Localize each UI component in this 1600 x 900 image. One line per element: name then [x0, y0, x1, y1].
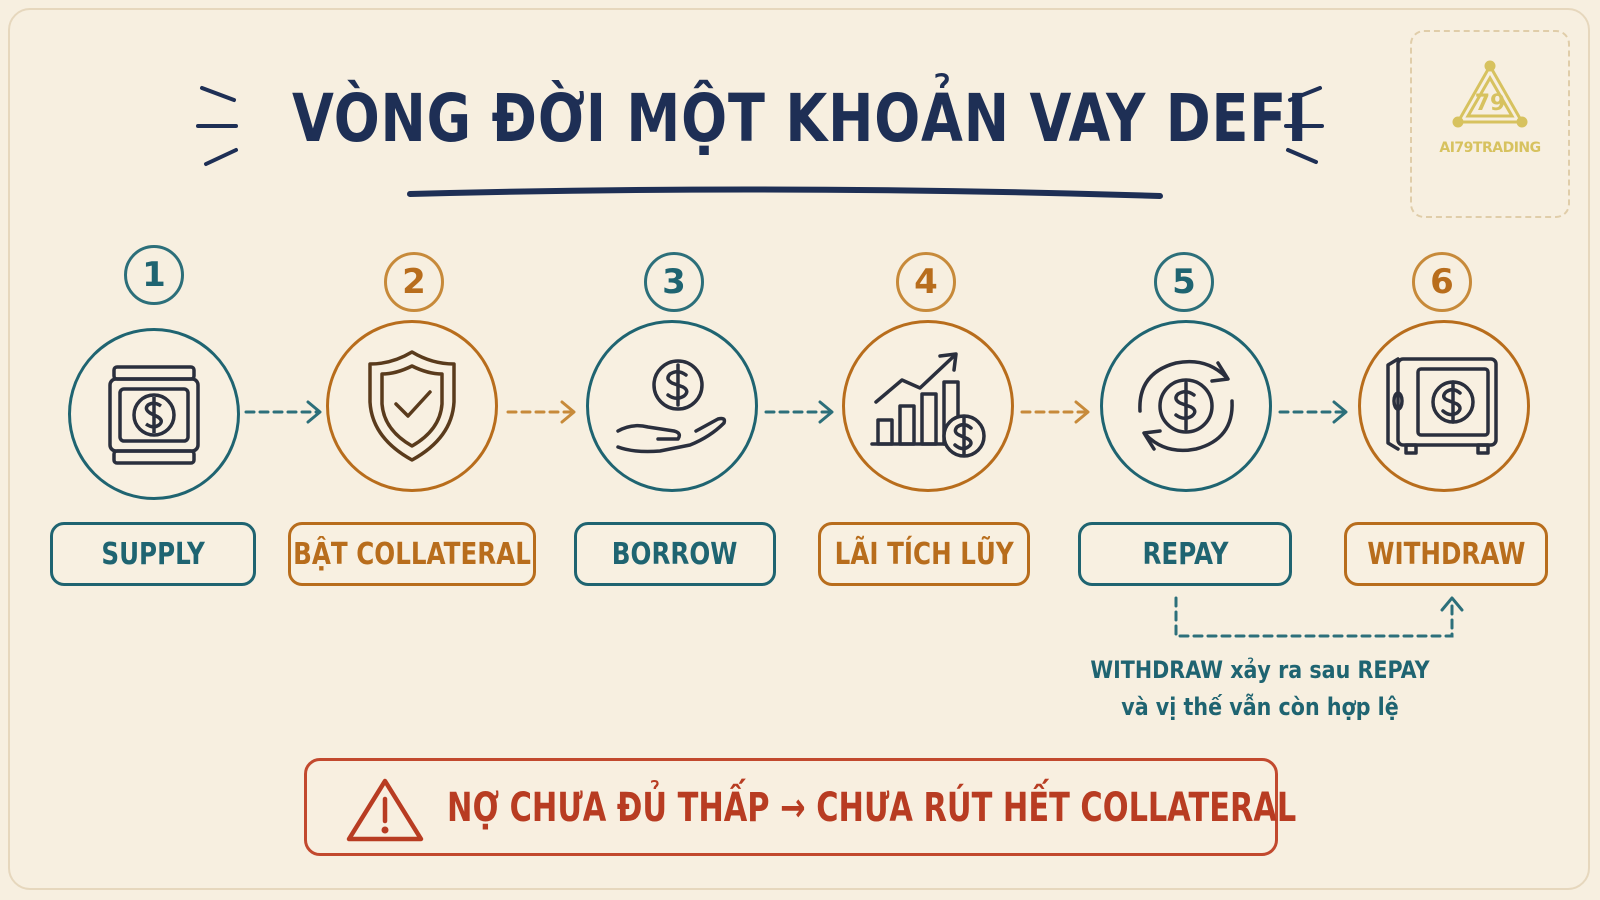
step-5-label: REPAY [1078, 522, 1292, 586]
withdraw-note-line-1: WITHDRAW xảy ra sau REPAY [1090, 656, 1430, 684]
step-3-circle [586, 320, 758, 492]
step-6-number: 6 [1412, 252, 1472, 312]
title-decoration [196, 86, 1324, 199]
step-6-label: WITHDRAW [1344, 522, 1548, 586]
warning-text: NỢ CHƯA ĐỦ THẤP → CHƯA RÚT HẾT COLLATERA… [447, 785, 1297, 831]
step-4-circle [842, 320, 1014, 492]
logo-mark-icon: 79 [1452, 60, 1528, 128]
warning-box: NỢ CHƯA ĐỦ THẤP → CHƯA RÚT HẾT COLLATERA… [304, 758, 1297, 856]
withdraw-note-line-2: và vị thế vẫn còn hợp lệ [1121, 693, 1399, 721]
page-title: VÒNG ĐỜI MỘT KHOẢN VAY DEFI [291, 80, 1309, 157]
step-2-label: BẬT COLLATERAL [288, 522, 536, 586]
shield-check-icon [368, 350, 456, 462]
cycle-coin-icon [1138, 359, 1234, 453]
logo-mark-text: 79 [1475, 91, 1506, 116]
step-3-label: BORROW [574, 522, 776, 586]
step-6-circle [1358, 320, 1530, 492]
brand-logo: 79 AI79TRADING [1410, 30, 1570, 218]
step-4-label: LÃI TÍCH LŨY [818, 522, 1030, 586]
step-4-number: 4 [896, 252, 956, 312]
hand-coin-icon [616, 359, 727, 454]
step-1-circle [68, 328, 240, 500]
step-3-number: 3 [644, 252, 704, 312]
withdraw-note: WITHDRAW xảy ra sau REPAY và vị thế vẫn … [1060, 652, 1460, 726]
cash-bundle-icon [108, 365, 200, 465]
safe-icon [1386, 357, 1498, 455]
logo-text: AI79TRADING [1439, 140, 1541, 156]
step-5-circle [1100, 320, 1272, 492]
step-5-number: 5 [1154, 252, 1214, 312]
step-2-number: 2 [384, 252, 444, 312]
step-1-label: SUPPLY [50, 522, 256, 586]
step-1-number: 1 [124, 245, 184, 305]
warning-icon [346, 778, 424, 842]
growth-chart-icon [870, 352, 986, 458]
step-2-circle [326, 320, 498, 492]
page-frame [8, 8, 1590, 890]
repay-to-withdraw-connector [1174, 596, 1454, 638]
